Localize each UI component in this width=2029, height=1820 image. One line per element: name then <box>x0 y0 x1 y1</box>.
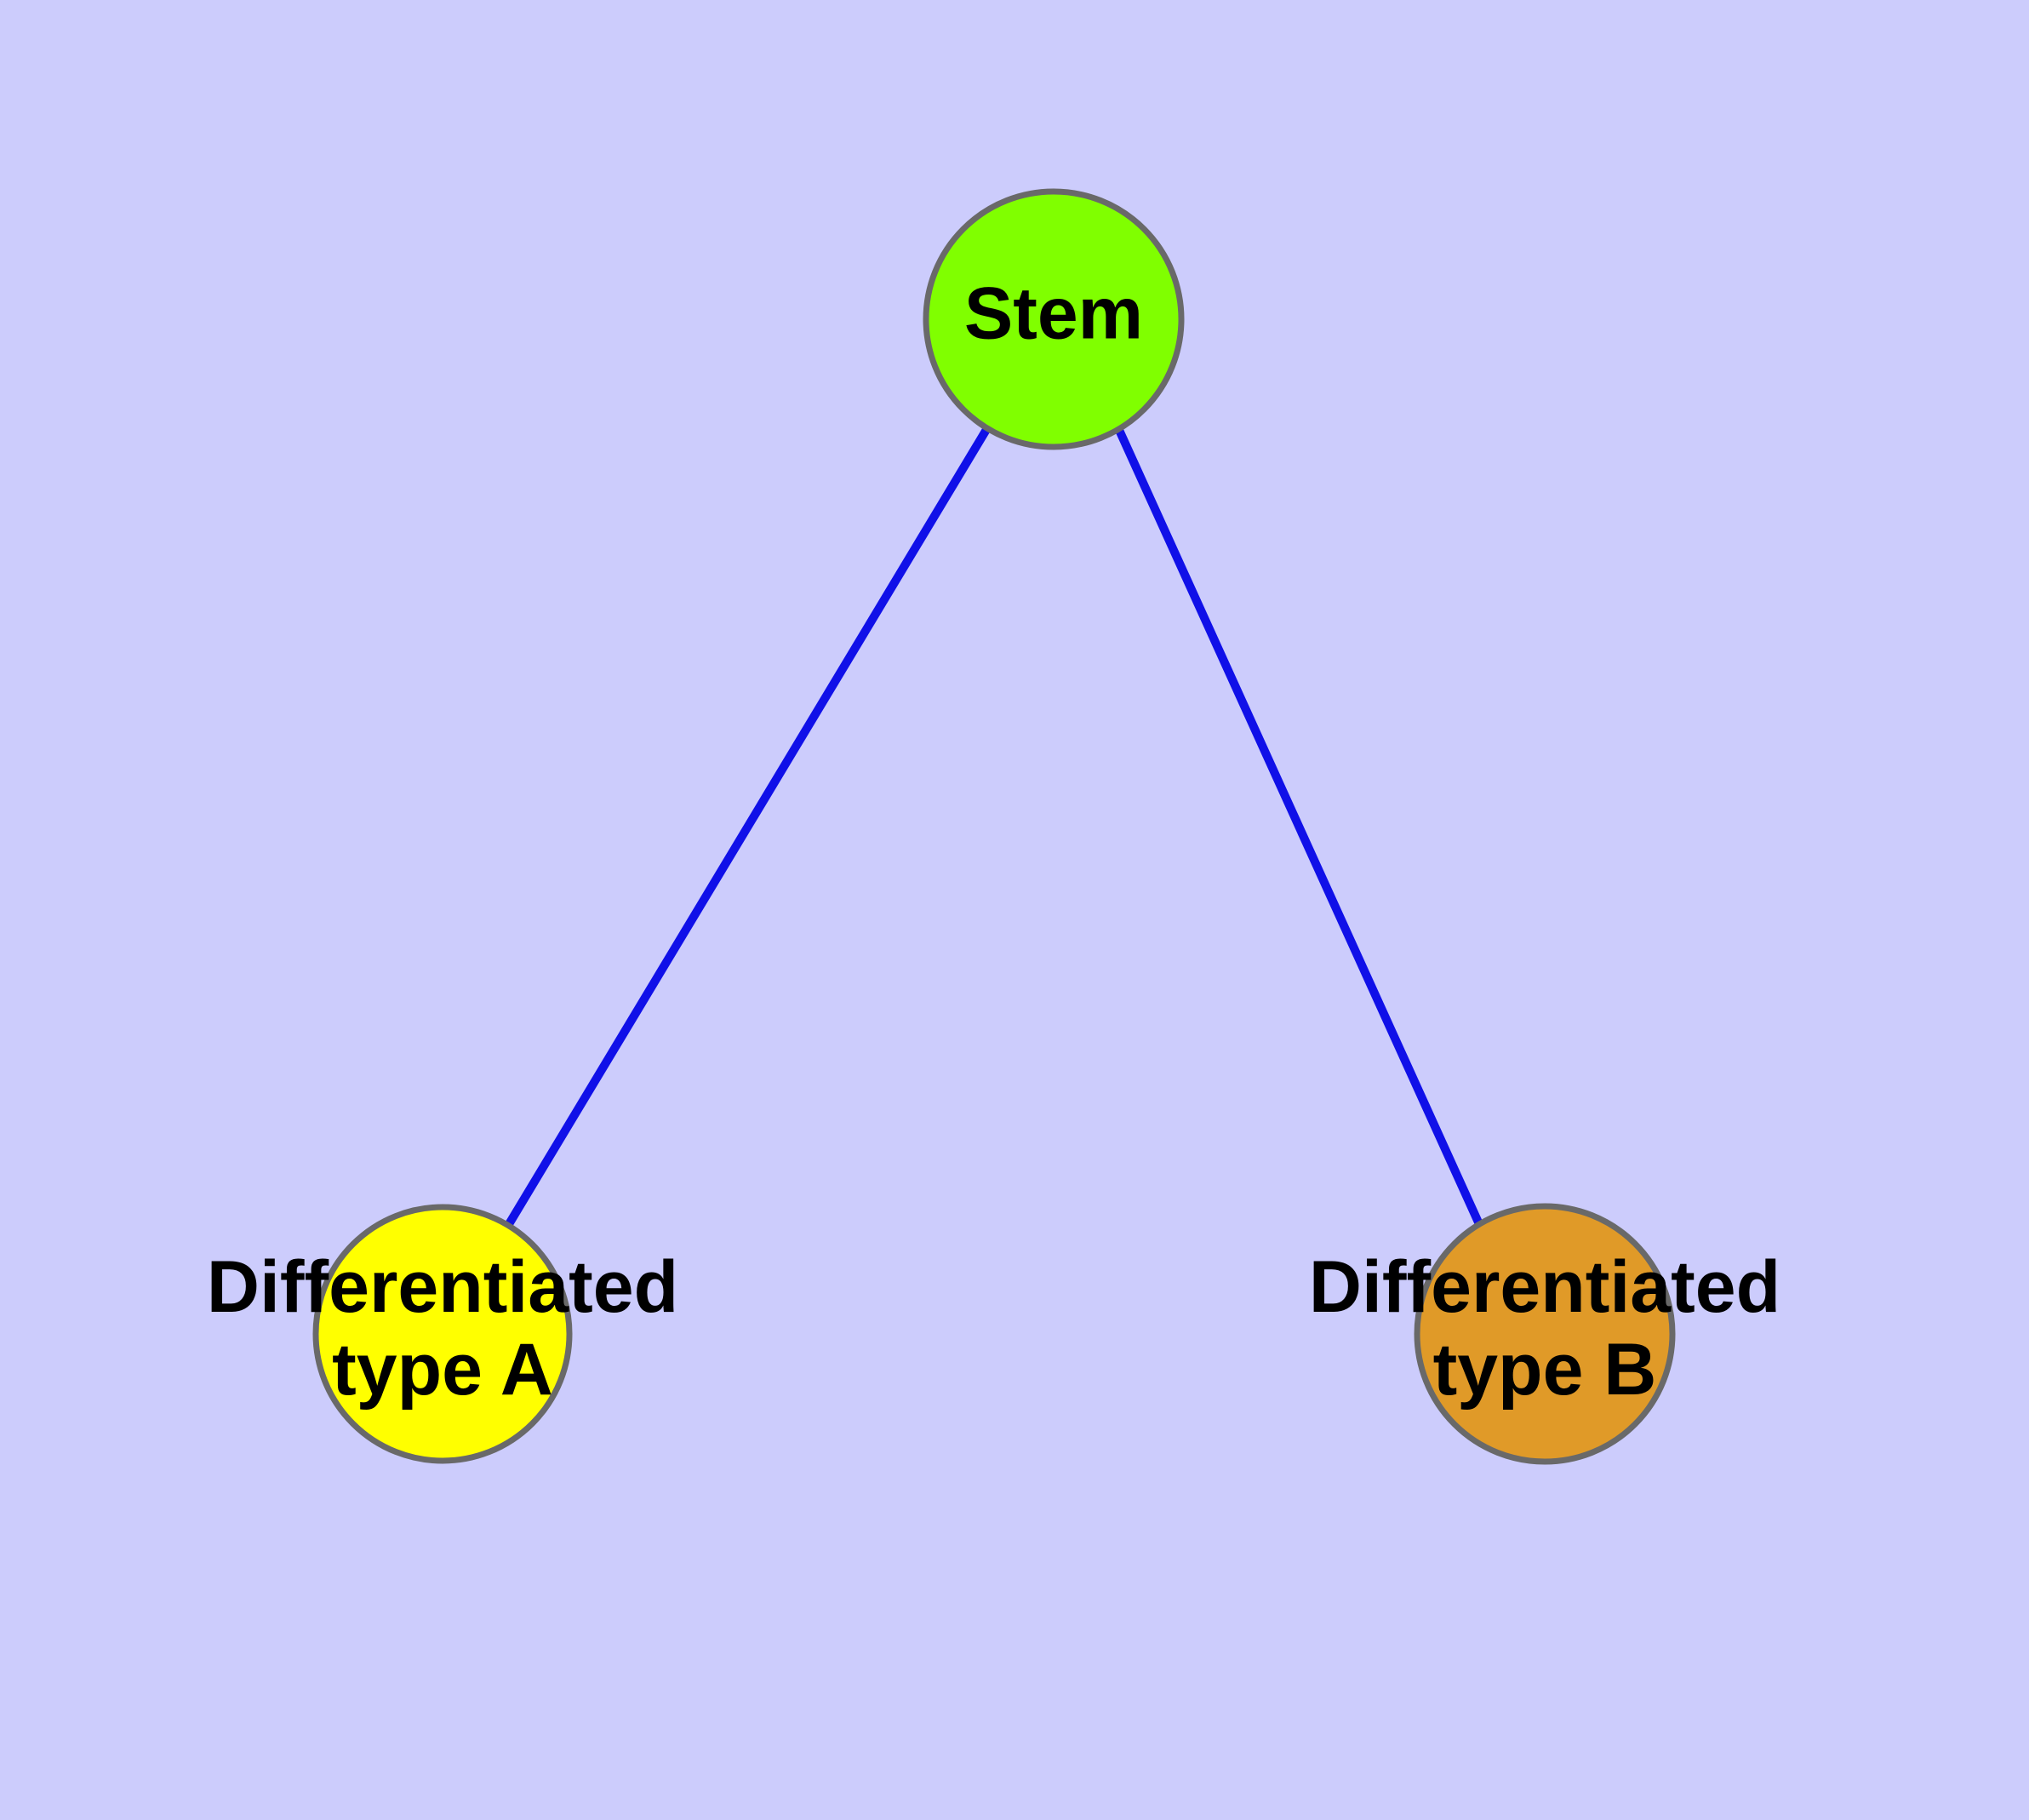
node-diff-a-label-line1: Differentiated <box>207 1246 678 1328</box>
edge-stem-to-diff-a[interactable] <box>505 426 992 1227</box>
node-diff-b[interactable]: Differentiated type B <box>1309 1203 1780 1465</box>
edge-stem-to-diff-b[interactable] <box>1114 426 1483 1227</box>
edges-layer <box>505 426 1483 1227</box>
node-diff-a-label-line2: type A <box>332 1329 553 1411</box>
nodes-layer: Stem Differentiated type A Differentiate… <box>207 188 1780 1465</box>
node-stem-label-line1: Stem <box>964 273 1143 355</box>
node-diff-b-circle[interactable] <box>1414 1203 1676 1465</box>
node-diff-a[interactable]: Differentiated type A <box>207 1204 678 1464</box>
node-diff-a-circle[interactable] <box>312 1204 573 1464</box>
node-diff-b-label-line2: type B <box>1433 1329 1657 1411</box>
node-stem-circle[interactable] <box>923 188 1185 450</box>
node-diff-b-label-line1: Differentiated <box>1309 1246 1780 1328</box>
node-stem[interactable]: Stem <box>923 188 1185 450</box>
